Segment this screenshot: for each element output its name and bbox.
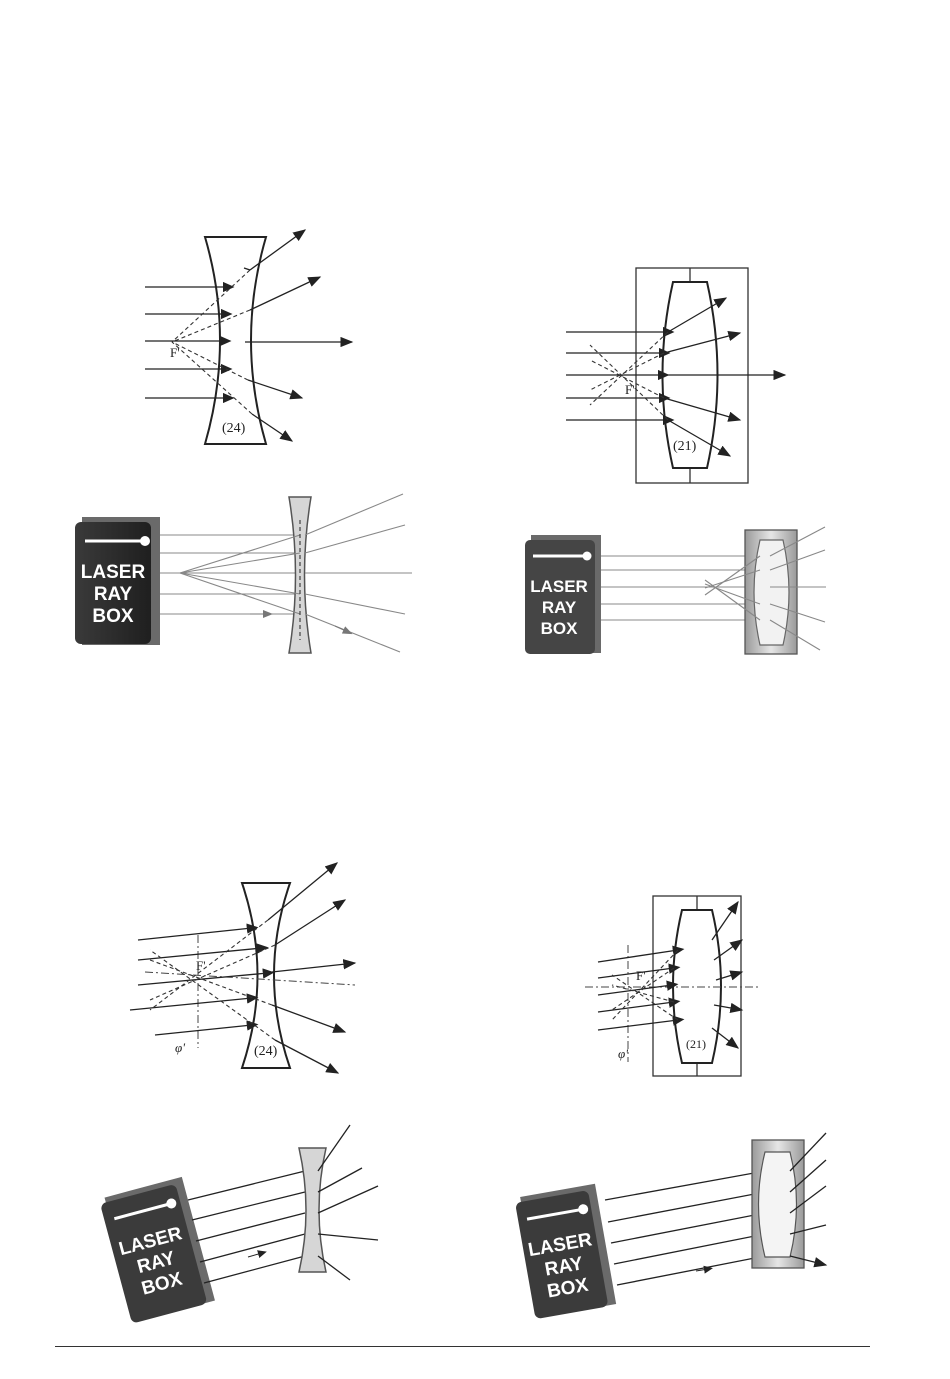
laser-ray-box-3: LASER RAY BOX — [99, 1177, 215, 1324]
focal-point-label: F' — [625, 382, 635, 397]
focal-plane-label: φ' — [175, 1040, 185, 1055]
focal-plane-label: φ' — [618, 1046, 628, 1061]
photo-concave-lens-rays — [160, 494, 412, 653]
diagram-concave-lens-24-top: F' (24) — [145, 230, 352, 444]
lens-number-label: (24) — [254, 1044, 278, 1059]
convex-lens-oblique-photo — [759, 1152, 797, 1257]
diagram-convex-lens-21-bottom: F' φ' (21) — [585, 896, 760, 1076]
box-text-line1: LASER — [530, 577, 588, 596]
photo-convex-lens-oblique-rays — [605, 1133, 826, 1285]
box-text-line1: LASER — [81, 562, 146, 583]
laser-ray-box-4: LASER RAY BOX — [514, 1184, 616, 1319]
focal-point-label: F' — [636, 968, 646, 983]
photo-convex-lens-rays — [601, 527, 826, 654]
concave-lens-24-bottom — [242, 883, 290, 1068]
box-text-line2: RAY — [94, 584, 133, 605]
box-text-line3: BOX — [92, 606, 134, 627]
laser-ray-box-2: LASER RAY BOX — [525, 535, 601, 654]
footer-rule — [55, 1346, 870, 1347]
diagram-concave-lens-24-bottom: F' φ' (24) — [130, 863, 355, 1073]
focal-point-label: F' — [170, 345, 180, 360]
lens-number-label: (24) — [222, 421, 246, 436]
lens-number-label: (21) — [686, 1037, 706, 1051]
box-text-line3: BOX — [541, 619, 579, 638]
focal-point-label: F' — [196, 958, 206, 973]
box-text-line2: RAY — [542, 598, 577, 617]
lens-number-label: (21) — [673, 439, 697, 454]
diagram-convex-lens-21-top: F' (21) — [566, 268, 785, 483]
photo-concave-lens-oblique-rays — [188, 1125, 378, 1283]
laser-ray-box-1: LASER RAY BOX — [75, 517, 160, 645]
concave-lens-oblique-photo — [299, 1148, 326, 1272]
